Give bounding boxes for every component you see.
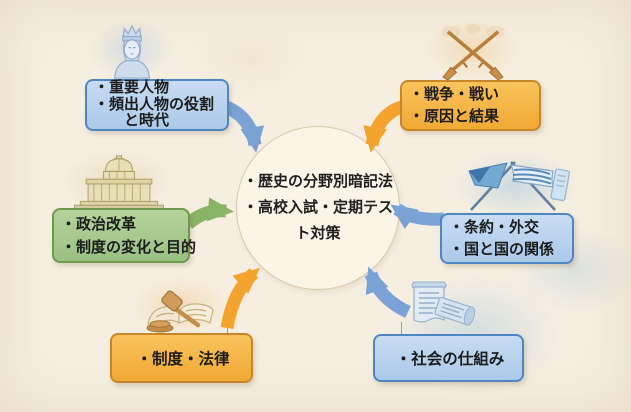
arrow-treaties-to-center	[390, 203, 445, 230]
systems-laws-box: ・制度・法律	[110, 333, 253, 383]
wars-box: ・戦争・戦い ・原因と結果	[400, 80, 541, 131]
label-line: ・制度の変化と目的	[61, 238, 197, 256]
connector-line	[401, 322, 402, 335]
crossed-rifles-icon	[441, 23, 505, 80]
scroll-documents-icon	[411, 281, 476, 326]
label-line: ・社会の仕組み	[395, 351, 505, 368]
arrow-political-reform-to-center	[183, 197, 234, 230]
label-line: ・重要人物	[94, 79, 170, 97]
center-text-line: ・高校入試・定期テス	[242, 199, 393, 216]
label-line: ・国と国の関係	[449, 240, 555, 258]
gavel-book-icon	[146, 290, 214, 333]
label-line: ・戦争・戦い	[409, 85, 500, 103]
political-reform-box: ・政治改革 ・制度の変化と目的	[52, 208, 197, 263]
center-text-line: ・歴史の分野別暗記法	[242, 173, 393, 190]
label-line: ・頻出人物の役割	[94, 95, 215, 113]
center-text-line: ト対策	[295, 225, 341, 242]
label-line: ・制度・法律	[136, 351, 230, 368]
label-line: ・政治改革	[61, 215, 137, 233]
important-people-box: ・重要人物 ・頻出人物の役割 と時代	[85, 79, 229, 131]
crossed-flags-icon	[468, 161, 570, 211]
label-line: ・原因と結果	[409, 107, 500, 125]
treaties-diplomacy-box: ・条約・外交 ・国と国の関係	[440, 213, 574, 264]
social-structure-box: ・社会の仕組み	[373, 334, 524, 382]
statue-bust-icon	[113, 24, 151, 79]
arrow-society-to-center	[364, 266, 411, 318]
parliament-building-icon	[74, 155, 164, 210]
label-line: ・条約・外交	[449, 218, 540, 236]
label-line: と時代	[123, 112, 169, 130]
center-circle: ・歴史の分野別暗記法 ・高校入試・定期テス ト対策	[236, 126, 400, 290]
arrow-laws-to-center	[220, 267, 261, 330]
